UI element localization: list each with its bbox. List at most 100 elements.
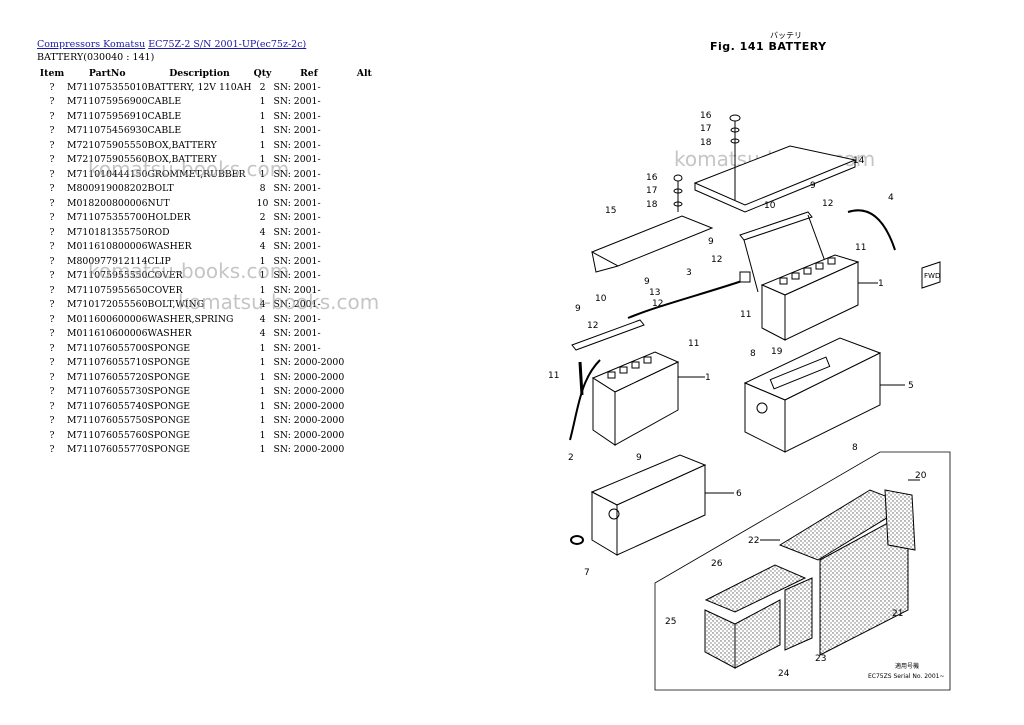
cell-ref: SN: 2001- <box>273 328 321 340</box>
callout-26: 26 <box>711 559 723 569</box>
cell-ref: SN: 2000-2000 <box>273 400 345 412</box>
cell-qty: 1 <box>259 270 266 282</box>
callout-1: 1 <box>878 279 884 289</box>
cover-top-right <box>693 145 857 206</box>
cell-qty: 1 <box>259 429 266 441</box>
cell-partno: M710181355750 <box>67 226 148 238</box>
callout-10: 10 <box>764 201 776 211</box>
cell-item: ? <box>49 299 55 311</box>
cell-qty: 1 <box>259 386 266 398</box>
callout-17: 17 <box>646 186 657 196</box>
cell-qty: 4 <box>259 226 266 238</box>
cell-partno: M711076055740 <box>67 400 148 412</box>
cell-item: ? <box>49 400 55 412</box>
cell-qty: 4 <box>259 328 266 340</box>
callout-18: 18 <box>700 138 712 148</box>
cell-qty: 1 <box>259 125 266 137</box>
callout-21: 21 <box>892 609 903 619</box>
callout-22: 22 <box>748 536 759 546</box>
cell-qty: 1 <box>259 168 266 180</box>
cell-description: SPONGE <box>147 386 191 398</box>
cell-partno: M018200800006 <box>67 197 148 209</box>
cell-description: SPONGE <box>147 357 191 369</box>
cell-description: BOLT,WING <box>147 299 205 311</box>
cell-description: WASHER <box>147 328 192 340</box>
cell-description: HOLDER <box>147 212 191 224</box>
cell-partno: M011610800006 <box>67 241 148 253</box>
col-header-partno: PartNo <box>88 67 126 79</box>
callout-9: 9 <box>575 304 581 314</box>
col-header-qty: Qty <box>253 67 272 79</box>
cell-ref: SN: 2001- <box>273 226 321 238</box>
cell-ref: SN: 2001- <box>273 212 321 224</box>
cell-description: WASHER <box>147 241 192 253</box>
cell-partno: M711076055710 <box>67 357 148 369</box>
cell-item: ? <box>49 386 55 398</box>
callout-12: 12 <box>587 321 598 331</box>
cell-item: ? <box>49 255 55 267</box>
cell-ref: SN: 2001- <box>273 299 321 311</box>
cell-item: ? <box>49 241 55 253</box>
cell-ref: SN: 2001- <box>273 168 321 180</box>
cell-qty: 4 <box>259 299 266 311</box>
cell-partno: M711075355010 <box>67 81 148 93</box>
cell-partno: M711075956910 <box>67 110 148 122</box>
cell-ref: SN: 2001- <box>273 139 321 151</box>
cell-qty: 1 <box>259 284 266 296</box>
cell-description: SPONGE <box>147 444 191 456</box>
cell-item: ? <box>49 270 55 282</box>
callout-11: 11 <box>740 310 751 320</box>
sponge-23 <box>784 577 813 651</box>
cell-partno: M011610600006 <box>67 328 148 340</box>
cell-qty: 1 <box>259 415 266 427</box>
cell-partno: M711076055750 <box>67 415 148 427</box>
cell-partno: M711076055720 <box>67 371 148 383</box>
cell-partno: M711075955550 <box>67 270 148 282</box>
cell-ref: SN: 2000-2000 <box>273 386 345 398</box>
cell-partno: M711075456930 <box>67 125 148 137</box>
sponge-24 <box>734 599 781 669</box>
cell-description: SPONGE <box>147 342 191 354</box>
callout-11: 11 <box>855 243 866 253</box>
cell-partno: M711076055730 <box>67 386 148 398</box>
callout-6: 6 <box>736 489 742 499</box>
breadcrumb-link-model[interactable]: EC75Z-2 S/N 2001-UP(ec75z-2c) <box>148 39 307 50</box>
callout-7: 7 <box>584 568 590 578</box>
breadcrumb: Compressors Komatsu EC75Z-2 S/N 2001-UP(… <box>37 39 306 50</box>
cell-description: WASHER,SPRING <box>147 313 234 325</box>
cell-item: ? <box>49 328 55 340</box>
breadcrumb-link-compressors[interactable]: Compressors Komatsu <box>37 39 146 50</box>
cell-item: ? <box>49 284 55 296</box>
cell-description: BOLT <box>147 183 174 195</box>
cell-item: ? <box>49 110 55 122</box>
cell-description: CABLE <box>147 110 182 122</box>
cell-ref: SN: 2001- <box>273 154 321 166</box>
cell-ref: SN: 2001- <box>273 342 321 354</box>
cell-qty: 1 <box>259 110 266 122</box>
cell-description: COVER <box>147 270 183 282</box>
cell-description: SPONGE <box>147 371 191 383</box>
cell-item: ? <box>49 429 55 441</box>
cell-item: ? <box>49 197 55 209</box>
cell-item: ? <box>49 139 55 151</box>
cell-item: ? <box>49 168 55 180</box>
cell-qty: 2 <box>259 212 266 224</box>
cell-item: ? <box>49 226 55 238</box>
cell-item: ? <box>49 342 55 354</box>
cell-partno: M721075905550 <box>67 139 148 151</box>
cell-qty: 1 <box>259 400 266 412</box>
cell-description: ROD <box>147 226 170 238</box>
cell-description: CABLE <box>147 96 182 108</box>
